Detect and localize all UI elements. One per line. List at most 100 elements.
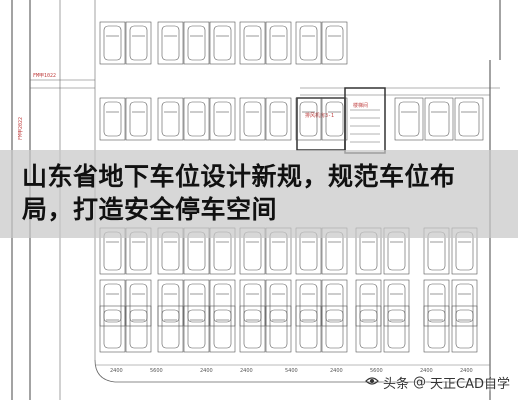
car-outline [398, 101, 420, 137]
car-outline [187, 101, 206, 137]
car-outline [299, 101, 318, 137]
car-outline [243, 25, 262, 61]
parking-stalls [99, 21, 484, 353]
headline-banner [0, 150, 518, 238]
car-outline [161, 309, 180, 349]
parking-stall [209, 279, 236, 327]
stair-label: 楼梯间 [353, 102, 368, 109]
parking-stall [209, 97, 236, 141]
car-outline [129, 283, 148, 323]
parking-stall [295, 97, 322, 141]
parking-stall [321, 97, 348, 141]
article-headline: 山东省地下车位设计新规，规范车位布局，打造安全停车空间 [22, 162, 456, 224]
parking-stall [209, 21, 236, 65]
car-outline [269, 101, 288, 137]
parking-stall [125, 21, 152, 65]
car-outline [325, 101, 344, 137]
parking-stall [183, 279, 210, 327]
parking-stall [424, 97, 454, 141]
car-outline [299, 283, 318, 323]
parking-stall [99, 97, 126, 141]
parking-stall [355, 305, 382, 353]
parking-stall [321, 279, 348, 327]
car-outline [387, 283, 406, 323]
parking-stall [265, 21, 292, 65]
dimension-label: 5600 [370, 368, 383, 374]
parking-stall [239, 279, 266, 327]
parking-stall [183, 305, 210, 353]
parking-stall [321, 21, 348, 65]
car-outline [359, 309, 378, 349]
car-outline [458, 101, 480, 137]
dimension-label: 2400 [330, 368, 343, 374]
parking-stall [423, 305, 450, 353]
car-outline [299, 25, 318, 61]
car-outline [427, 283, 446, 323]
car-outline [269, 283, 288, 323]
parking-stall [265, 305, 292, 353]
car-outline [325, 283, 344, 323]
car-outline [243, 309, 262, 349]
parking-stall [125, 305, 152, 353]
watermark-prefix: 头条 [383, 377, 410, 392]
parking-stall [423, 279, 450, 327]
parking-stall [383, 305, 410, 353]
parking-stall [383, 279, 410, 327]
parking-stall [394, 97, 424, 141]
car-outline [161, 283, 180, 323]
dimension-label: 2400 [420, 368, 433, 374]
parking-stall [183, 21, 210, 65]
parking-stall [125, 97, 152, 141]
parking-stall [209, 305, 236, 353]
car-outline [129, 309, 148, 349]
eye-icon [365, 375, 379, 390]
car-outline [129, 101, 148, 137]
parking-stall [183, 97, 210, 141]
car-outline [325, 25, 344, 61]
car-outline [161, 25, 180, 61]
car-outline [187, 283, 206, 323]
dimension-label: 2400 [240, 368, 253, 374]
parking-stall [239, 97, 266, 141]
door-label-side: FM甲2022 [18, 117, 24, 140]
car-outline [103, 309, 122, 349]
car-outline [103, 283, 122, 323]
car-outline [187, 25, 206, 61]
car-outline [325, 309, 344, 349]
car-outline [129, 25, 148, 61]
parking-stall [157, 97, 184, 141]
car-outline [243, 283, 262, 323]
car-outline [103, 101, 122, 137]
stair-hatch [350, 109, 380, 143]
car-outline [455, 309, 474, 349]
car-outline [455, 283, 474, 323]
car-outline [359, 283, 378, 323]
car-outline [213, 25, 232, 61]
parking-stall [157, 279, 184, 327]
car-outline [427, 309, 446, 349]
car-outline [161, 101, 180, 137]
watermark-account: 天正CAD自学 [430, 377, 510, 392]
car-outline [103, 25, 122, 61]
car-outline [187, 309, 206, 349]
parking-stall [125, 279, 152, 327]
parking-stall [99, 305, 126, 353]
parking-stall [451, 279, 478, 327]
door-label-top: FM甲1022 [33, 73, 56, 79]
car-outline [387, 309, 406, 349]
parking-stall [451, 305, 478, 353]
dimension-label: 2400 [200, 368, 213, 374]
parking-stall [321, 305, 348, 353]
car-outline [269, 25, 288, 61]
car-outline [269, 309, 288, 349]
parking-stall [265, 97, 292, 141]
parking-stall [355, 279, 382, 327]
parking-stall [295, 21, 322, 65]
room-label: 排风机房3-1 [305, 112, 334, 119]
dimension-label: 2400 [110, 368, 123, 374]
dimension-label: 5400 [285, 368, 298, 374]
parking-stall [239, 305, 266, 353]
parking-stall [454, 97, 484, 141]
